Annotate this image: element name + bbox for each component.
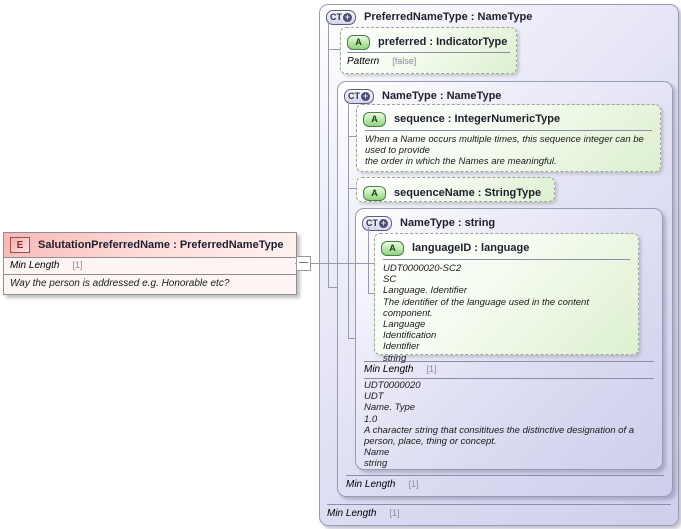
attribute-icon: A	[363, 185, 386, 201]
annotation-line: A character string that consititues the …	[364, 424, 635, 448]
box-header: A sequence : IntegerNumericType	[363, 108, 657, 130]
complextype-icon: CT +	[362, 215, 392, 231]
annotation-line: Identification	[383, 330, 437, 342]
annotation-line: the order in which the Names are meaning…	[365, 156, 557, 168]
annotation-line: Identifier	[383, 341, 420, 353]
facet-pattern: Pattern [false]	[347, 52, 510, 67]
annotation-line: SC	[383, 274, 397, 286]
attribute-box-sequencename[interactable]: A sequenceName : StringType	[356, 177, 555, 202]
tree-line	[348, 136, 356, 137]
facet-value: [1]	[389, 508, 400, 518]
box-title-nametype-string: NameType : string	[400, 217, 496, 229]
tree-line	[328, 49, 340, 50]
annotation-line: string	[364, 458, 388, 470]
attribute-annotation: UDT0000020-SC2 SC Language. Identifier T…	[383, 259, 630, 364]
box-header: CT + NameType : NameType	[344, 85, 669, 107]
box-header: A languageID : language	[381, 237, 635, 259]
facet-value: [1]	[408, 479, 419, 489]
annotation-line: 1.0	[364, 413, 378, 425]
tree-line	[368, 293, 374, 294]
expand-plus-icon[interactable]: +	[343, 11, 352, 22]
tree-line	[348, 101, 349, 338]
annotation-line: UDT	[364, 391, 384, 403]
attribute-box-languageid[interactable]: A languageID : language UDT0000020-SC2 S…	[374, 233, 639, 364]
expand-plus-icon[interactable]: +	[379, 217, 388, 228]
facet-value: [1]	[72, 260, 83, 270]
annotation-line: Language. Identifier	[383, 285, 467, 297]
facet-name: Min Length	[346, 479, 396, 490]
annotation-line: UDT0000020-SC2	[383, 263, 462, 274]
complextype-icon: CT +	[344, 88, 374, 104]
element-box-salutationpreferredname[interactable]: E SalutationPreferredName : PreferredNam…	[3, 232, 297, 295]
annotation-line: Language	[383, 319, 426, 331]
box-header: CT + PreferredNameType : NameType	[326, 6, 675, 28]
annotation-line: UDT0000020	[364, 380, 421, 391]
attribute-icon: A	[363, 111, 386, 127]
facet-min-length: Min Length [1]	[346, 475, 664, 490]
annotation-line: string	[383, 352, 407, 364]
attribute-annotation: When a Name occurs multiple times, this …	[365, 130, 652, 168]
element-header: E SalutationPreferredName : PreferredNam…	[4, 233, 296, 257]
expand-plus-icon[interactable]: +	[361, 90, 370, 101]
facet-name: Min Length	[10, 260, 60, 271]
complextype-icon: CT +	[326, 9, 356, 25]
annotation-line: The identifier of the language used in t…	[383, 296, 589, 319]
attribute-title-preferred: preferred : IndicatorType	[378, 36, 508, 48]
collapse-minus-icon	[299, 262, 308, 263]
tree-line	[328, 21, 329, 287]
facet-name: Min Length	[327, 508, 377, 519]
attribute-box-preferred[interactable]: A preferred : IndicatorType Pattern [fals…	[340, 27, 517, 74]
box-header: A sequenceName : StringType	[363, 182, 551, 204]
annotation-line: When a Name occurs multiple times, this …	[365, 134, 644, 157]
attribute-box-sequence[interactable]: A sequence : IntegerNumericType When a N…	[356, 104, 661, 172]
box-title-nametype: NameType : NameType	[382, 90, 502, 102]
element-icon: E	[10, 237, 30, 253]
element-annotation: Way the person is addressed e.g. Honorab…	[4, 274, 296, 294]
facet-name: Pattern	[347, 56, 380, 67]
complextype-icon-label: CT	[330, 12, 342, 22]
connector-line	[295, 263, 374, 264]
annotation-line: Name. Type	[364, 402, 416, 414]
tree-line	[348, 338, 355, 339]
collapse-toggle[interactable]	[296, 256, 311, 271]
attribute-title-sequencename: sequenceName : StringType	[394, 187, 542, 199]
attribute-title-sequence: sequence : IntegerNumericType	[394, 113, 561, 125]
tree-line	[348, 188, 356, 189]
type-annotation: UDT0000020 UDT Name. Type 1.0 A characte…	[364, 380, 654, 470]
complextype-icon-label: CT	[348, 91, 360, 101]
attribute-icon: A	[381, 240, 404, 256]
facet-min-length: Min Length [1]	[364, 361, 654, 379]
box-header: CT + NameType : string	[362, 212, 659, 234]
facet-value: [false]	[392, 56, 417, 66]
box-header: A preferred : IndicatorType	[347, 31, 513, 53]
annotation-line: Name	[364, 447, 390, 459]
element-title: SalutationPreferredName : PreferredNameT…	[38, 239, 284, 251]
box-title-preferrednametype: PreferredNameType : NameType	[364, 11, 533, 23]
tree-line	[368, 227, 369, 293]
facet-value: [1]	[426, 364, 437, 374]
tree-line	[328, 287, 337, 288]
attribute-title-languageid: languageID : language	[412, 242, 530, 254]
attribute-icon: A	[347, 34, 370, 50]
complextype-icon-label: CT	[366, 218, 378, 228]
facet-name: Min Length	[364, 364, 414, 375]
facet-min-length: Min Length [1]	[327, 504, 671, 519]
facet-min-length: Min Length [1]	[4, 257, 296, 274]
